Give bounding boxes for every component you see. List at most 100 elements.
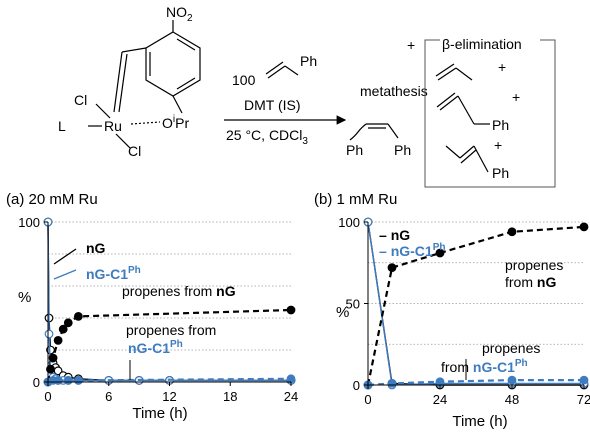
annotation-propenes-ng-line2: from nG <box>505 274 556 290</box>
carbene-bond <box>121 47 147 53</box>
ether-bond <box>172 95 183 114</box>
ruthenium-label: Ru <box>104 118 122 134</box>
x-tick-label: 72 <box>577 392 590 407</box>
oxygen-label: OiPr <box>162 114 189 131</box>
data-point <box>73 312 83 321</box>
panel-b-title: (b) 1 mM Ru <box>314 191 397 208</box>
stilbene-bond <box>387 123 399 139</box>
data-point <box>507 227 517 237</box>
legend-label-ng: – nG <box>379 227 410 243</box>
plus-sign: + <box>494 137 502 153</box>
y-tick-label: 0 <box>33 375 40 390</box>
legend-line-ngc1 <box>53 269 77 280</box>
x-tick-label: 48 <box>505 392 519 407</box>
plus-sign: + <box>407 37 415 53</box>
legend-label-ngc1: – nG-C1Ph <box>379 242 445 259</box>
styrene-phenyl-label: Ph <box>300 53 317 69</box>
plus-sign: + <box>512 89 520 105</box>
metathesis-label: metathesis <box>360 83 428 99</box>
ligand-label: L <box>58 118 66 134</box>
data-point <box>286 374 296 384</box>
propenylbenzene-phenyl-label: Ph <box>492 165 509 181</box>
propenyl-double-bond <box>460 149 477 164</box>
aryl-ring-bond <box>145 31 201 97</box>
reaction-scheme: NO2 Cl L Ru OiPr Cl 100 Ph DMT (IS) 25 °… <box>58 4 556 188</box>
y-tick-label: 100 <box>338 215 360 230</box>
ru-carbene-bond <box>118 53 128 113</box>
data-point <box>63 318 73 328</box>
series-line-1 <box>47 221 291 382</box>
allyl-bond <box>457 95 475 125</box>
data-point <box>435 248 445 258</box>
propene-double-bond <box>435 63 455 77</box>
annotation-propenes-ng: propenes from nG <box>122 283 236 299</box>
x-tick-label: 12 <box>162 389 176 404</box>
ru-cl-bond <box>115 133 131 149</box>
panel-a-x-label: Time (h) <box>132 405 187 422</box>
x-tick-label: 0 <box>44 389 51 404</box>
chloride-label: Cl <box>74 92 87 108</box>
stilbene-phenyl-left: Ph <box>346 142 363 158</box>
annotation-propenes-ngc1-line1: propenes from <box>126 322 216 338</box>
series-line-0 <box>47 221 291 382</box>
data-point <box>58 324 68 334</box>
x-tick-label: 18 <box>223 389 237 404</box>
propenyl-bond <box>445 145 461 159</box>
panel-b-axes: 0 24 48 72 0 50 100 <box>338 215 590 407</box>
data-point <box>53 336 63 345</box>
annotation-propenes-ngc1-line1: propenes <box>482 340 540 356</box>
styrene-equiv: 100 <box>232 72 256 88</box>
propene-bond <box>455 67 473 81</box>
allylbenzene-phenyl-label: Ph <box>492 117 509 133</box>
conditions-label: 25 °C, CDCl3 <box>226 127 308 147</box>
y-tick-label: 50 <box>346 297 360 312</box>
styrene-vinyl-bond <box>267 65 286 79</box>
legend-line-ng <box>53 248 77 265</box>
data-point <box>579 375 589 385</box>
beta-elimination-label: β-elimination <box>442 36 522 52</box>
stilbene-phenyl-right: Ph <box>394 142 411 158</box>
ru-cl-bond <box>95 103 111 119</box>
data-point <box>73 376 83 385</box>
data-point <box>387 378 397 388</box>
reagent-label: DMT (IS) <box>244 97 301 113</box>
panel-b-y-label: % <box>336 304 349 321</box>
y-tick-label: 0 <box>353 378 360 393</box>
beta-elimination-box <box>424 39 556 188</box>
legend-label-ngc1: nG-C1Ph <box>86 265 141 282</box>
data-point <box>579 222 589 232</box>
data-point <box>286 305 296 315</box>
propene-double-bond <box>437 67 457 81</box>
aryl-double-bond <box>176 38 196 51</box>
styrene-vinyl-bond <box>265 61 284 75</box>
data-point <box>435 377 445 387</box>
data-point <box>507 375 517 385</box>
y-tick-label: 100 <box>18 215 40 230</box>
data-point <box>63 376 73 385</box>
data-point <box>387 263 397 273</box>
ru-carbene-bond <box>113 51 123 113</box>
chloride-label: Cl <box>128 143 141 159</box>
panel-a-title: (a) 20 mM Ru <box>6 191 98 208</box>
panel-a-series <box>43 217 296 387</box>
box-label-bg <box>440 36 540 50</box>
allyl-double-bond <box>439 95 459 111</box>
x-tick-label: 6 <box>105 389 112 404</box>
x-tick-label: 24 <box>433 392 447 407</box>
allyl-double-bond <box>436 92 456 108</box>
aryl-double-bond <box>176 77 196 90</box>
data-point <box>48 353 58 363</box>
data-point <box>53 376 63 385</box>
stilbene-wavy-bond <box>349 123 367 141</box>
propenyl-double-bond <box>459 145 475 159</box>
panel-b-gridlines <box>368 221 584 345</box>
annotation-propenes-ngc1-line2: from nG-C1Ph <box>441 358 528 375</box>
x-tick-label: 24 <box>284 389 298 404</box>
x-tick-label: 0 <box>364 392 371 407</box>
legend-label-ng: nG <box>86 240 106 256</box>
styrene-bond <box>284 65 299 76</box>
